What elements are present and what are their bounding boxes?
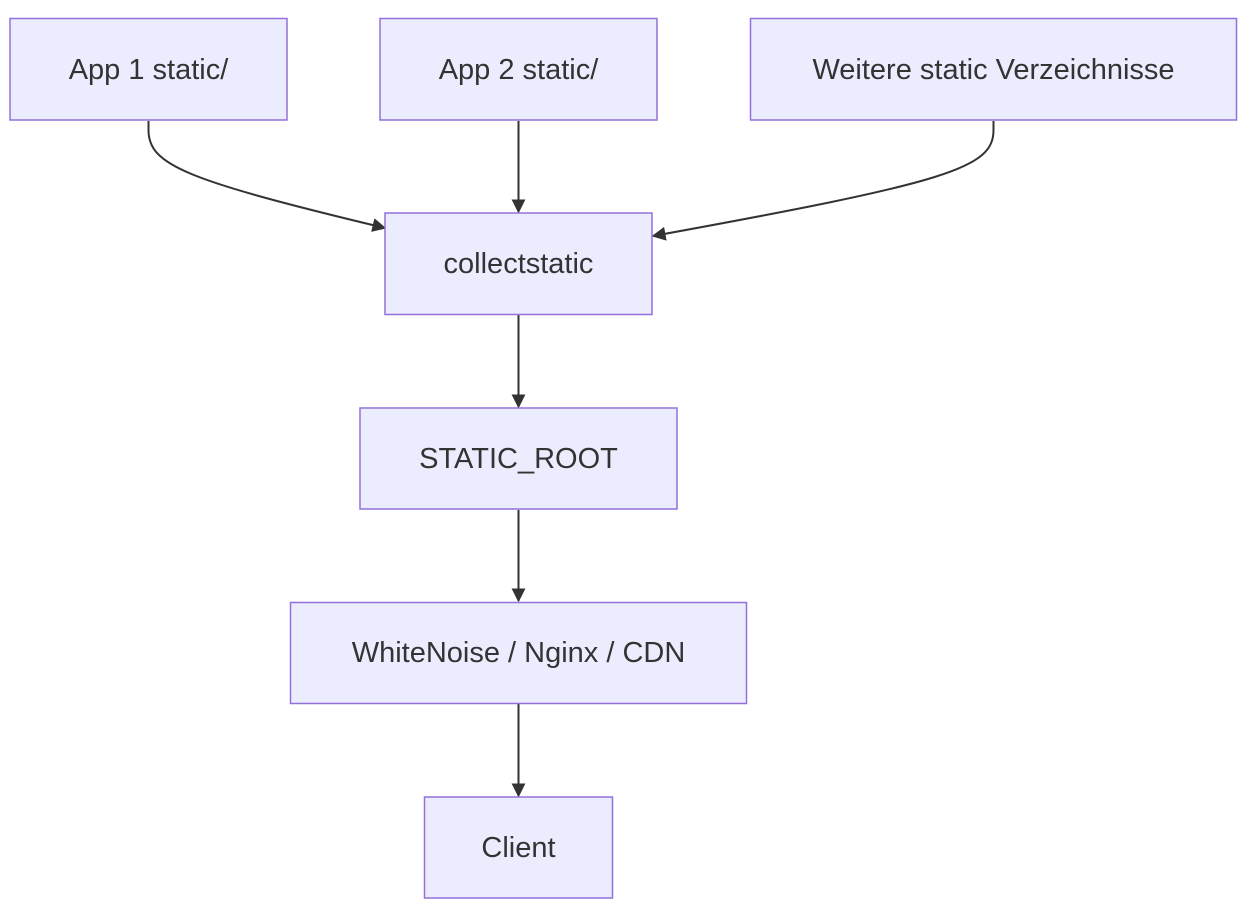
node-client: Client [423,796,614,899]
node-app1-static: App 1 static/ [9,17,288,121]
node-label: collectstatic [444,248,594,280]
node-label: Client [481,832,555,864]
edge-weitere-to-collectstatic [651,121,995,241]
edge-app1-to-collectstatic [147,121,387,232]
node-label: App 1 static/ [69,54,230,86]
node-label: WhiteNoise / Nginx / CDN [352,637,686,669]
node-whitenoise-nginx-cdn: WhiteNoise / Nginx / CDN [289,601,748,705]
node-weitere-static-verzeichnisse: Weitere static Verzeichnisse [749,17,1238,121]
nodes: App 1 static/ App 2 static/ Weitere stat… [9,17,1238,899]
node-static-root: STATIC_ROOT [359,407,678,510]
edges [147,121,995,798]
node-app2-static: App 2 static/ [379,17,658,121]
node-collectstatic: collectstatic [384,212,653,316]
node-label: STATIC_ROOT [419,443,618,475]
node-label: Weitere static Verzeichnisse [812,54,1174,86]
node-label: App 2 static/ [439,54,600,86]
